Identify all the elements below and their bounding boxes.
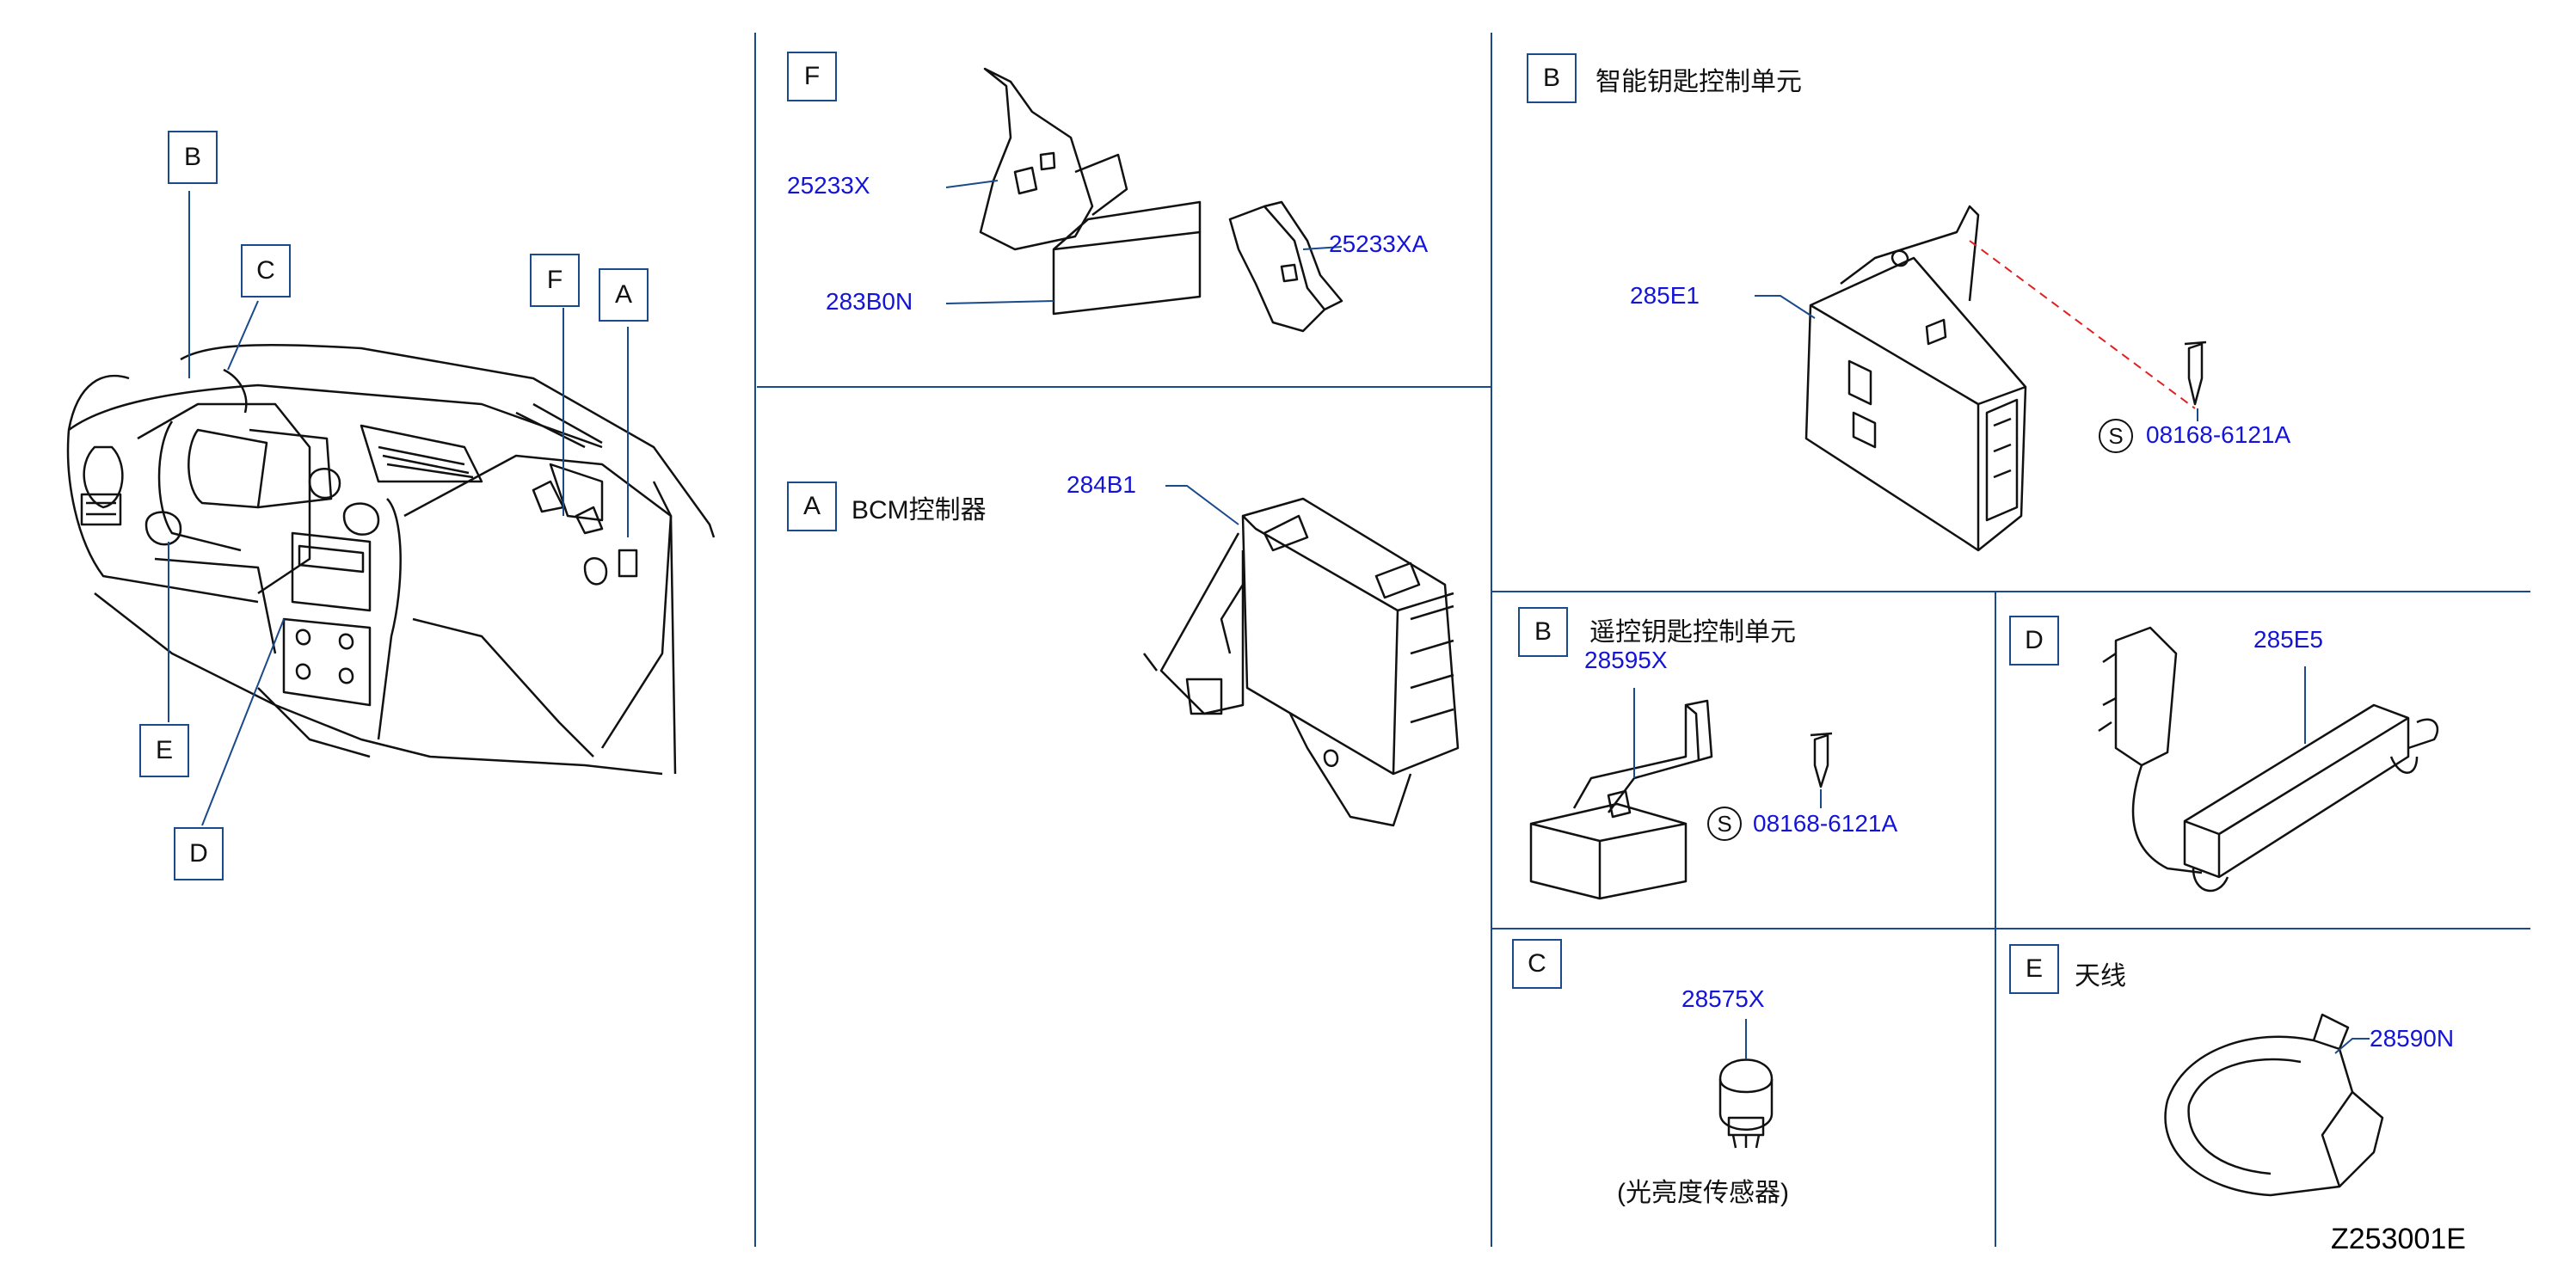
panel-a-part xyxy=(1143,497,1460,827)
panel-b-smart-tag: B xyxy=(1527,53,1577,103)
panel-b-remote-part xyxy=(1529,699,1833,900)
part-number-28575x: 28575X xyxy=(1681,985,1765,1012)
diagram-code: Z253001E xyxy=(2331,1223,2466,1255)
panel-a-leaders xyxy=(1165,485,1239,525)
callout-a: A xyxy=(599,268,649,322)
part-number-283b0n: 283B0N xyxy=(826,288,913,315)
panel-e-tag: E xyxy=(2009,944,2059,994)
panel-b-smart-leaders xyxy=(1755,295,2198,421)
s-standard-mark: S xyxy=(2099,419,2133,453)
part-number-28590n: 28590N xyxy=(2370,1025,2455,1052)
panel-b-remote-title: 遥控钥匙控制单元 xyxy=(1589,618,1796,647)
part-number-25233x: 25233X xyxy=(787,172,870,199)
panel-a-tag: A xyxy=(787,482,837,531)
panel-c-tag: C xyxy=(1512,939,1562,989)
panel-c-part xyxy=(1718,1058,1774,1149)
callout-d: D xyxy=(174,827,224,880)
panel-e-leaders xyxy=(2334,1038,2370,1054)
panel-f-parts xyxy=(979,67,1343,333)
panel-dividers xyxy=(754,33,2530,1247)
callout-c: C xyxy=(241,244,291,298)
s-standard-mark: S xyxy=(1707,807,1742,841)
callout-b: B xyxy=(168,131,218,184)
bolt-number-smart: 08168-6121A xyxy=(2146,421,2291,448)
part-number-25233xa: 25233XA xyxy=(1329,230,1429,257)
bolt-number-remote: 08168-6121A xyxy=(1753,810,1898,837)
panel-b-smart-title: 智能钥匙控制单元 xyxy=(1595,68,1802,96)
panel-b-smart-part xyxy=(1804,205,2207,552)
panel-a-title: BCM控制器 xyxy=(851,496,987,525)
panel-e-title: 天线 xyxy=(2075,962,2126,991)
part-number-285e5: 285E5 xyxy=(2253,626,2323,653)
panel-b-remote-leaders xyxy=(1633,688,1822,808)
callout-f: F xyxy=(530,254,580,307)
sensor-description: (光亮度传感器) xyxy=(1617,1179,1789,1207)
panel-e-part xyxy=(2164,1013,2384,1197)
panel-f-tag: F xyxy=(787,52,837,101)
panel-d-part xyxy=(2098,626,2439,893)
dashboard-illustration xyxy=(66,344,716,776)
part-number-285e1: 285E1 xyxy=(1630,282,1700,309)
dashed-mounting-line xyxy=(1969,240,2196,409)
overview-leaders xyxy=(168,191,629,826)
callout-e: E xyxy=(139,724,189,777)
part-number-28595x: 28595X xyxy=(1584,647,1668,673)
part-number-284b1: 284B1 xyxy=(1067,471,1136,498)
panel-f-leaders xyxy=(945,180,1343,304)
panel-d-tag: D xyxy=(2009,616,2059,666)
panel-b-remote-tag: B xyxy=(1518,607,1568,657)
